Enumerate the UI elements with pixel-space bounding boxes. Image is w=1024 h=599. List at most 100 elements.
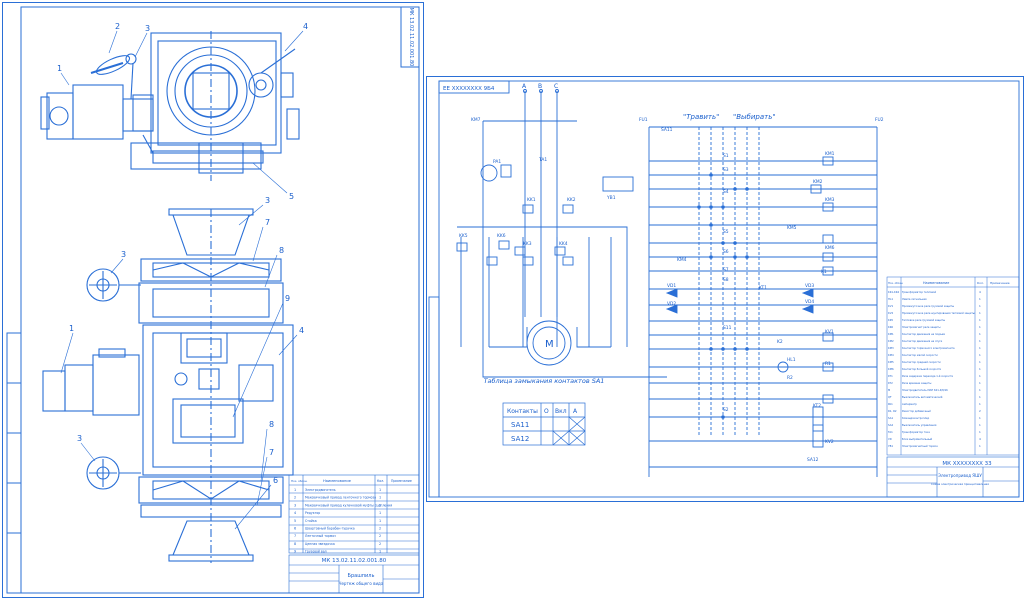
left-title-line2: Чертеж общего вида <box>339 581 384 586</box>
component-label: S1 <box>723 153 729 159</box>
left-inner-frame <box>20 6 420 594</box>
phase-a-label: A <box>522 83 527 90</box>
component-label: FU1 <box>639 117 648 123</box>
left-bom-qty: 1 <box>379 519 381 523</box>
left-title-block <box>288 554 420 594</box>
right-bom-name: Реле времени защиты <box>902 381 931 385</box>
left-bom-h-name: Наименование <box>323 479 352 483</box>
callout-1-front: 1 <box>69 324 74 333</box>
right-code-stamp-box <box>438 80 510 94</box>
left-margin-strip <box>6 332 22 594</box>
left-drawing-sheet: МК 13.02.11.02.001.80 <box>2 2 424 598</box>
switch-table-r1: SA12 <box>511 435 529 443</box>
right-bom-pos: M <box>888 388 890 392</box>
left-bom-pos: 9 <box>294 550 296 554</box>
left-bom-pos: 5 <box>294 519 296 523</box>
callout-3-front-bottom: 3 <box>77 434 82 443</box>
left-bom-qty: 1 <box>379 488 381 492</box>
right-bom-name: Контактор большой скорости <box>902 367 942 371</box>
phase-c-label: C <box>554 83 558 90</box>
right-bom-name: Блок выпрямительный <box>902 437 933 441</box>
left-bom-pos: 7 <box>294 534 296 538</box>
left-bom-name: Цепная звездочка <box>305 542 335 546</box>
right-bom-qty: 1 <box>979 318 981 322</box>
right-bom-qty: 1 <box>979 402 981 406</box>
right-bom-pos: KK6 <box>888 325 893 329</box>
component-label: R1 <box>825 361 831 367</box>
left-bom-qty: 2 <box>379 503 381 507</box>
component-label: KK5 <box>459 233 468 239</box>
component-label: KM2 <box>813 179 823 185</box>
component-label: KK3 <box>523 241 532 247</box>
right-bom-qty: 1 <box>979 297 981 301</box>
left-bom-table <box>288 474 420 554</box>
right-margin-strip <box>428 296 440 498</box>
right-bom-name: Контактор движения на подъем <box>902 332 945 336</box>
right-bom-name: Промежуточное реле грузовой защиты <box>902 304 954 308</box>
motor-label: M <box>545 339 554 350</box>
component-label: KK1 <box>527 197 536 203</box>
callout-8-bottom: 8 <box>269 420 274 429</box>
left-bom-h-qty: Кол. <box>377 479 384 483</box>
left-bom-pos: 6 <box>294 527 296 531</box>
right-bom-pos: KM4 <box>888 353 894 357</box>
left-bom-pos: 3 <box>294 503 296 507</box>
left-bom-qty: 1 <box>379 511 381 515</box>
switch-table-r0: SA11 <box>511 421 529 429</box>
left-title-line1: Брашпиль <box>348 573 375 579</box>
right-bom-qty: 2 <box>979 409 981 413</box>
right-bom-name: Лампа сигнальная <box>902 297 927 301</box>
component-label: S7 <box>723 267 729 273</box>
callout-7-bottom: 7 <box>269 448 274 457</box>
right-bom-table <box>886 276 1020 456</box>
component-label: VD1 <box>667 283 676 289</box>
callout-5: 5 <box>289 192 294 201</box>
right-bom-qty: 1 <box>979 367 981 371</box>
phase-lines <box>523 89 559 317</box>
component-label: YB1 <box>606 195 616 201</box>
right-bom-pos: KM6 <box>888 367 894 371</box>
switch-table-title: Таблица замыкания контактов SA1 <box>484 377 605 385</box>
callout-8-top: 8 <box>279 246 284 255</box>
right-bom-name: Контактор движения на спуск <box>902 339 943 343</box>
right-bom-name: Выключатель автоматический <box>902 395 943 399</box>
right-bom-pos: KK5 <box>888 318 893 322</box>
right-bom-qty: 1 <box>979 353 981 357</box>
component-label: S8 <box>723 277 729 283</box>
right-bom-pos: KM1 <box>888 332 894 336</box>
right-schematic-svg: ЕЕ XXXXXXXX 9Б4 A B C <box>428 80 1020 498</box>
right-bom-name: Выключатель управления <box>902 423 937 427</box>
right-bom-h-note: Примечание <box>990 281 1010 285</box>
component-label: KM1 <box>825 151 835 157</box>
component-label: K2 <box>777 339 783 345</box>
right-bom-qty: 1 <box>979 374 981 378</box>
right-bom-pos: KM2 <box>888 339 894 343</box>
front-view <box>42 208 294 563</box>
component-label: R2 <box>787 375 793 381</box>
left-bom-name: Маховичковый привод ленточного тормоза <box>305 496 376 500</box>
right-title-line1: Электропривод ЯШУ <box>938 473 982 478</box>
component-label: FU2 <box>875 117 884 123</box>
right-bom-pos: KM5 <box>888 360 894 364</box>
right-bom-qty: 1 <box>979 430 981 434</box>
right-bom-pos: KV1 <box>888 304 893 308</box>
right-code-stamp: ЕЕ XXXXXXXX 9Б4 <box>443 86 495 92</box>
right-bom-pos: VD <box>888 437 892 441</box>
right-bom-name: Трансформатор тепловой <box>902 290 936 294</box>
left-drawing-svg: МК 13.02.11.02.001.80 <box>6 6 420 594</box>
switch-table-h2: Вкл <box>555 408 567 415</box>
component-label: S3 <box>723 167 729 173</box>
right-bom-qty: 1 <box>979 304 981 308</box>
component-label: SA12 <box>807 457 819 463</box>
callout-6-top: 3 <box>265 196 270 205</box>
callout-3-front-top: 3 <box>121 250 126 259</box>
right-bom-name: Реле задержки перехода 1-й скорости <box>902 374 954 378</box>
component-label: KV2 <box>825 439 834 445</box>
right-bom-qty: 1 <box>979 346 981 350</box>
left-code-stamp: МК 13.02.11.02.001.80 <box>408 8 414 67</box>
component-label: TA1 <box>538 157 547 163</box>
left-bom-qty: 1 <box>379 550 381 554</box>
right-bom-pos: KM3 <box>888 346 894 350</box>
